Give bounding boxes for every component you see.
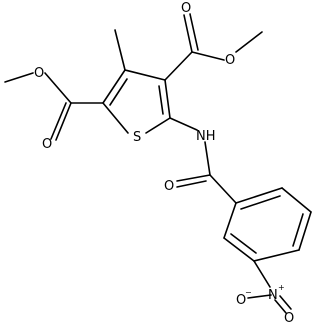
bond [230,233,257,254]
bond [145,117,171,134]
bond [164,51,193,81]
bond [281,187,312,213]
bond [223,202,237,239]
bond [235,187,283,204]
bond [279,295,292,310]
bond [124,69,166,81]
bond [253,260,271,288]
atom-label-sulfur: S [133,130,141,145]
bond [158,85,164,115]
atom-label-oxygen: O [225,53,235,68]
bond [44,72,72,104]
bond [102,69,126,104]
bond [114,29,126,71]
bond [50,102,67,140]
bond [191,51,225,61]
charge-plus: + [278,283,285,292]
bond [102,102,129,134]
atom-label-nh: NH [196,129,216,144]
atom-label-oxygen: O [236,293,246,308]
bond [292,213,304,247]
atom-label-oxygen: O [164,179,174,194]
bond [247,294,272,299]
bond [164,79,171,119]
bond [176,174,211,182]
bond [204,141,211,176]
bond [253,249,300,262]
bond [4,72,34,83]
bonds [4,13,312,314]
bond [298,211,312,251]
bond [55,102,72,141]
bond [189,13,199,51]
bond [176,180,207,188]
atom-label-nitrogen: N [268,288,278,303]
atom-label-oxygen: O [34,66,44,81]
charge-minus: − [245,288,252,297]
bond [240,195,281,210]
bond [223,237,255,262]
atom-labels: O O O O S NH O N + O − O [34,1,294,324]
bond [274,299,287,314]
atom-label-oxygen: O [42,137,52,152]
atom-label-oxygen: O [181,1,191,16]
bond [169,117,198,131]
bond [183,14,193,53]
atom-label-oxygen: O [284,311,294,324]
bond [109,78,128,106]
bond [235,31,263,53]
bond [209,174,237,204]
